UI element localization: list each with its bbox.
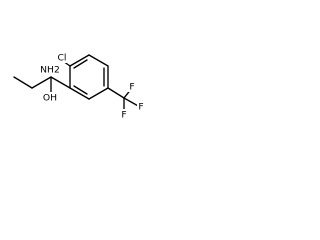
label-hydroxyl: OH	[42, 92, 58, 104]
bond-ring-chiral	[50, 76, 71, 89]
fluoro-2-label: F	[138, 102, 143, 113]
ring-bond-c5-c6	[88, 87, 109, 100]
bond-chiral-ethyl	[31, 76, 52, 89]
ring-double-bond-inner-1	[73, 59, 88, 69]
label-amino: NH2	[40, 64, 62, 76]
label-fluoro-1: F	[128, 81, 136, 93]
hydroxyl-label: OH	[43, 93, 57, 104]
label-fluoro-3: F	[120, 109, 128, 121]
benzene-ring	[69, 54, 109, 100]
chloro-label: Cl	[58, 53, 67, 64]
fluoro-1-label: F	[129, 82, 134, 93]
label-fluoro-2: F	[137, 101, 145, 113]
ring-bond-c6-c1	[69, 87, 90, 100]
fluoro-3-label: F	[121, 110, 126, 121]
bond-ring-cf3	[107, 87, 125, 99]
ring-bond-c2-c3	[69, 54, 90, 67]
ring-bond-c3-c4	[88, 54, 109, 67]
label-chloro: Cl	[54, 52, 68, 64]
bond-ethyl-methyl	[13, 76, 33, 89]
amino-label: NH2	[40, 65, 60, 76]
ring-double-bond-inner-3	[73, 85, 88, 95]
chemical-structure: Cl NH2 OH F F F	[13, 52, 145, 121]
